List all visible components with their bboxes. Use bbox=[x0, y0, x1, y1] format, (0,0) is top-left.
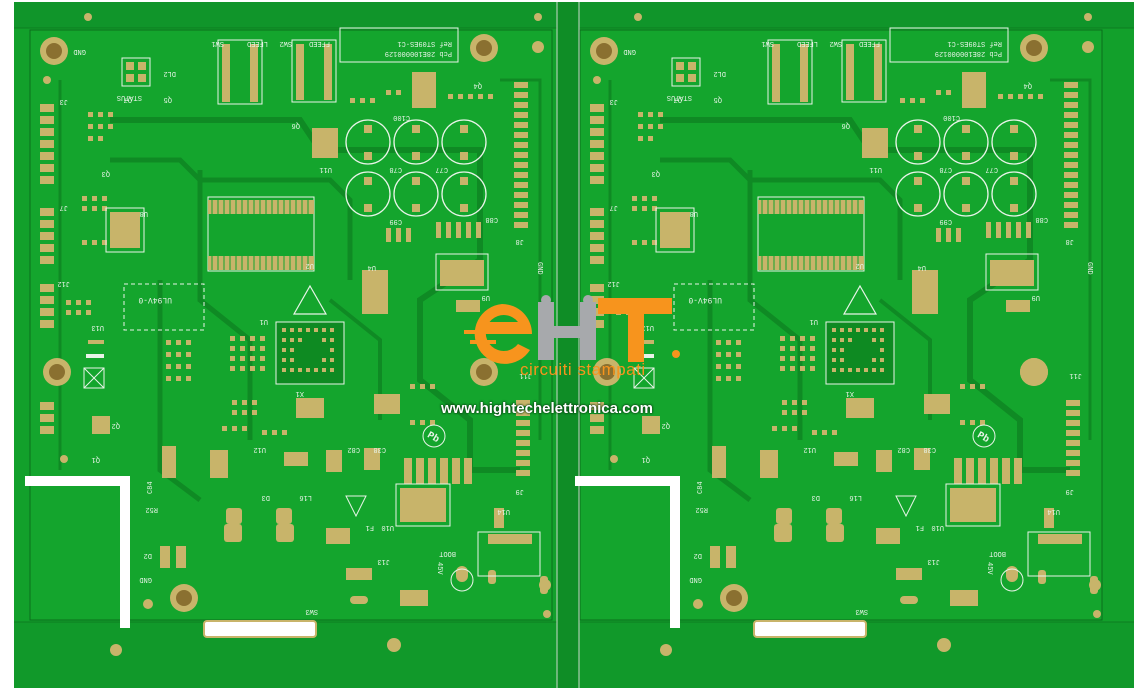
label-d3: D3 bbox=[262, 493, 270, 501]
label-lfeed: LFEED bbox=[247, 39, 268, 47]
label-q5: Q5 bbox=[164, 95, 172, 103]
label-r52: R52 bbox=[145, 505, 158, 513]
label-sw2: SW2 bbox=[279, 39, 292, 47]
label-c38: C38 bbox=[373, 445, 386, 453]
label-c78: C78 bbox=[389, 165, 402, 173]
website-url: www.hightechelettronica.com bbox=[441, 400, 653, 417]
label-x1: X1 bbox=[296, 389, 304, 397]
label-u1: U1 bbox=[260, 317, 268, 325]
label-gnd-bottom: GND bbox=[139, 575, 152, 583]
label-j12: J12 bbox=[57, 279, 70, 287]
label-c100: C100 bbox=[393, 113, 410, 121]
label-c99: C99 bbox=[389, 217, 402, 225]
label-status: STATUS bbox=[117, 93, 142, 101]
label-u13: U13 bbox=[91, 323, 104, 331]
eht-logo bbox=[462, 292, 682, 382]
label-u4: U4 bbox=[368, 263, 376, 271]
label-gnd-right: GND bbox=[535, 262, 543, 275]
label-j8: J8 bbox=[516, 237, 524, 245]
label-d2: D2 bbox=[144, 551, 152, 559]
label-sw1: SW1 bbox=[211, 39, 224, 47]
v-score-divider bbox=[557, 2, 579, 688]
label-l16: L16 bbox=[299, 493, 312, 501]
eht-logo-mark bbox=[464, 295, 680, 364]
label-j11: J11 bbox=[519, 371, 532, 379]
label-q3: Q3 bbox=[102, 169, 110, 177]
label-q6: Q6 bbox=[292, 121, 300, 129]
label-gnd-top: GND bbox=[73, 47, 86, 55]
label-u14: U14 bbox=[497, 507, 510, 515]
label-q4: Q4 bbox=[474, 81, 482, 89]
label-c84: C84 bbox=[147, 481, 155, 494]
label-dl2: DL2 bbox=[163, 69, 176, 77]
label-j13: J13 bbox=[377, 557, 390, 565]
label-u8: U8 bbox=[140, 209, 148, 217]
label-c82: C82 bbox=[347, 445, 360, 453]
label-u11: U11 bbox=[319, 165, 332, 173]
label-u2: U2 bbox=[306, 261, 314, 269]
label-ref: Ref ST09ES-C1 bbox=[397, 39, 452, 47]
label-c88: C88 bbox=[485, 215, 498, 223]
label-u9: U9 bbox=[482, 293, 490, 301]
label-u10: U10 bbox=[381, 523, 394, 531]
label-q7: Q7 bbox=[124, 95, 132, 103]
label-sw3: SW3 bbox=[305, 607, 318, 615]
label-45v: 45V bbox=[435, 562, 443, 575]
logo-subtitle: circuiti stampati bbox=[520, 360, 646, 379]
label-ffeed: FFEED bbox=[309, 39, 330, 47]
label-q1: Q1 bbox=[92, 455, 100, 463]
label-j7: J7 bbox=[60, 203, 68, 211]
label-q2: Q2 bbox=[112, 421, 120, 429]
label-ul94v0: UL94V-0 bbox=[138, 295, 172, 304]
label-u12: U12 bbox=[253, 445, 266, 453]
label-pcb: Pcb 28E100000129 bbox=[385, 49, 452, 57]
label-boot: BOOT bbox=[439, 549, 456, 557]
label-f1: F1 bbox=[366, 523, 374, 531]
board-left: SW1 LFEED SW2 FFEED Ref ST09ES-C1 Pcb 28… bbox=[25, 13, 553, 656]
label-j3: J3 bbox=[60, 97, 68, 105]
label-c77: C77 bbox=[435, 165, 448, 173]
label-j9: J9 bbox=[516, 487, 524, 495]
label-pb: Pb bbox=[425, 430, 441, 446]
